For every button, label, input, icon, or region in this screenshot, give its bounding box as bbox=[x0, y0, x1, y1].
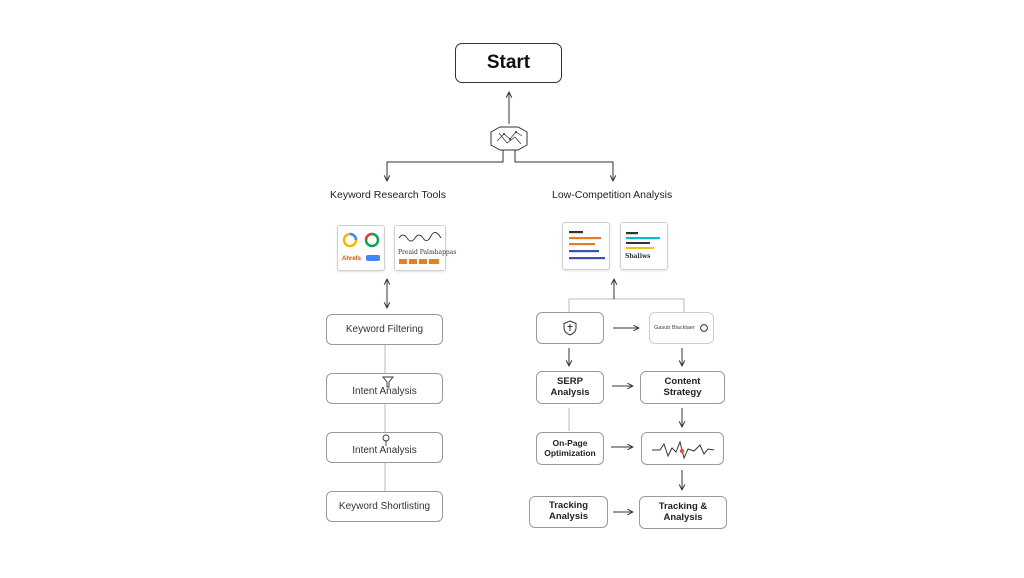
step-on-page-optimization[interactable]: On-Page Optimization bbox=[536, 432, 604, 465]
pin-icon bbox=[382, 434, 390, 446]
scribble-icon bbox=[398, 232, 442, 264]
step-label: Keyword Shortlisting bbox=[338, 501, 431, 512]
step-intent-analysis-2[interactable]: Intent Analysis bbox=[326, 432, 443, 463]
hub-icon bbox=[490, 126, 528, 151]
step-label: Tracking Analysis bbox=[548, 500, 589, 522]
branch-left bbox=[387, 150, 504, 181]
wave-chart-icon bbox=[651, 439, 714, 460]
step-label: SERP Analysis bbox=[550, 375, 590, 398]
shield-icon bbox=[563, 320, 577, 336]
chart-report-label: Sbaliws bbox=[625, 253, 651, 260]
trend-chart-node[interactable] bbox=[641, 432, 724, 465]
funnel-icon bbox=[382, 376, 394, 388]
google-logo-icon bbox=[342, 232, 380, 261]
bracket-right-top bbox=[568, 298, 685, 312]
scribble-tool-thumbnail[interactable]: Preaid Palmhappas bbox=[394, 225, 456, 271]
step-label: Keyword Filtering bbox=[345, 324, 424, 335]
google-tool-thumbnail[interactable]: Ahrefs bbox=[337, 225, 385, 271]
blacklist-label: Gasub Blacktaer bbox=[654, 325, 695, 331]
chart-report-thumbnail[interactable]: Sbaliws bbox=[620, 222, 668, 270]
blacklist-node[interactable]: Gasub Blacktaer bbox=[649, 312, 714, 344]
shield-node[interactable] bbox=[536, 312, 604, 344]
step-intent-analysis-1[interactable]: Intent Analysis bbox=[326, 373, 443, 404]
step-serp-analysis[interactable]: SERP Analysis bbox=[536, 371, 604, 404]
chart-report-icon bbox=[626, 232, 660, 249]
step-content-strategy[interactable]: Content Strategy bbox=[640, 371, 725, 404]
step-keyword-shortlisting[interactable]: Keyword Shortlisting bbox=[326, 491, 443, 522]
step-label: Intent Analysis bbox=[352, 386, 417, 397]
step-keyword-filtering[interactable]: Keyword Filtering bbox=[326, 314, 443, 345]
circle-icon bbox=[699, 324, 708, 332]
step-label: Content Strategy bbox=[663, 375, 702, 398]
heading-keyword-research-tools: Keyword Research Tools bbox=[330, 189, 446, 201]
step-label: Intent Analysis bbox=[352, 445, 417, 456]
bar-report-thumbnail[interactable] bbox=[562, 222, 610, 270]
step-label: On-Page Optimization bbox=[544, 437, 596, 458]
scribble-label: Preaid Palmhappas bbox=[398, 249, 457, 256]
step-tracking-and-analysis[interactable]: Tracking & Analysis bbox=[639, 496, 727, 529]
branch-right bbox=[514, 150, 613, 181]
step-tracking-analysis[interactable]: Tracking Analysis bbox=[529, 496, 608, 528]
step-label: Tracking & Analysis bbox=[658, 500, 708, 523]
start-node[interactable]: Start bbox=[455, 43, 562, 83]
bar-report-icon bbox=[569, 231, 605, 260]
heading-low-competition-analysis: Low-Competition Analysis bbox=[552, 189, 673, 201]
ahrefs-label: Ahrefs bbox=[342, 256, 362, 262]
